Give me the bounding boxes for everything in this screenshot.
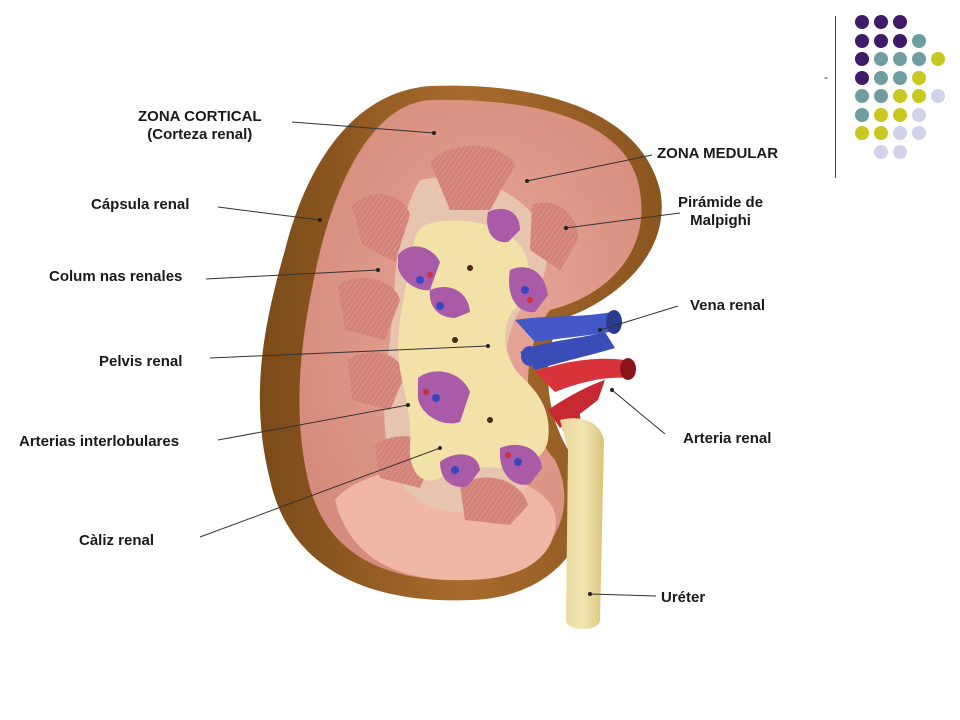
label-arterias-interlobulares: Arterias interlobulares [19, 433, 180, 450]
divider-line [835, 16, 836, 178]
decorative-dot [893, 89, 907, 103]
decorative-dot [912, 33, 926, 48]
label-piramide-malpighi: Pirámide de Malpighi [678, 194, 763, 230]
ureter-shape [560, 418, 604, 629]
decorative-dot [912, 52, 926, 66]
label-zona-cortical-title: ZONA CORTICAL [138, 108, 262, 125]
decorative-dot [874, 70, 888, 85]
decorative-dot [874, 107, 888, 122]
label-arteria-renal: Arteria renal [683, 430, 772, 447]
decorative-dot [893, 15, 907, 29]
label-zona-cortical: ZONA CORTICAL (Corteza renal) [138, 108, 262, 144]
decorative-dot [874, 33, 888, 48]
decorative-dot [893, 70, 907, 85]
decorative-dot [893, 144, 907, 159]
renal-pyramids [338, 145, 579, 525]
decorative-dot [912, 89, 926, 103]
decorative-dot [874, 52, 888, 66]
dash-mark: - [824, 70, 828, 84]
decorative-dot [874, 15, 888, 29]
decorative-dot [855, 15, 869, 29]
label-capsula-renal: Cápsula renal [91, 196, 190, 213]
decorative-dot [893, 52, 907, 66]
decorative-dot [855, 33, 869, 48]
decorative-dot [855, 52, 869, 66]
label-pelvis-renal: Pelvis renal [99, 353, 183, 370]
label-columnas-renales: Colum nas renales [49, 268, 183, 285]
decorative-dot [855, 70, 869, 85]
decorative-dot [855, 89, 869, 103]
label-zona-medular: ZONA MEDULAR [657, 145, 779, 162]
decorative-dot [874, 89, 888, 103]
leader-points [318, 131, 614, 596]
label-piramide-line1: Pirámide de [678, 194, 764, 211]
decorative-dot [874, 126, 888, 140]
decorative-dot [912, 70, 926, 85]
decorative-dot [855, 126, 869, 140]
vessel-dots [416, 265, 533, 474]
calyces [398, 208, 548, 487]
label-piramide-line2: Malpighi [690, 212, 751, 229]
decorative-dot [912, 126, 926, 140]
label-corteza-renal: (Corteza renal) [147, 126, 253, 143]
label-vena-renal: Vena renal [690, 297, 766, 314]
decorative-dot [893, 126, 907, 140]
decorative-dot [931, 52, 945, 66]
label-caliz-renal: Càliz renal [79, 532, 155, 549]
renal-vein-shape [515, 310, 622, 370]
decorative-dot [912, 107, 926, 122]
leader-lines [199, 121, 681, 597]
decorative-dot [855, 107, 869, 122]
decorative-dot [893, 33, 907, 48]
decorative-dot [931, 89, 945, 103]
decorative-dot [874, 144, 888, 159]
decorative-dot [893, 107, 907, 122]
label-ureter: Uréter [661, 589, 706, 606]
